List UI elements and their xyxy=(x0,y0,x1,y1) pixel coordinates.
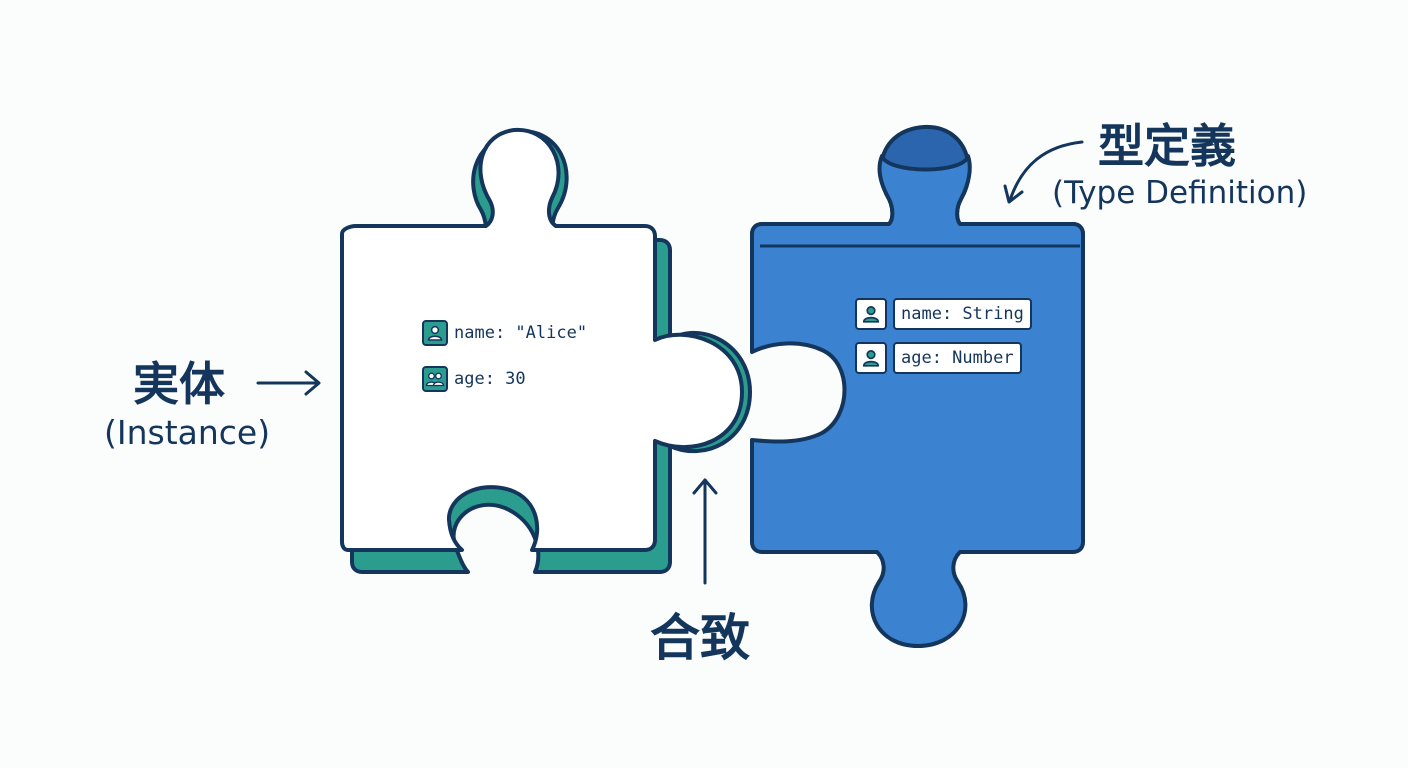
field-text: name: String xyxy=(901,304,1024,324)
type-piece xyxy=(750,154,1085,648)
match-label: 合致 xyxy=(650,609,750,667)
type-sublabel: (Type Definition) xyxy=(1052,175,1308,211)
field-text: name: "Alice" xyxy=(454,323,588,343)
field-text: age: 30 xyxy=(454,369,526,389)
person-icon xyxy=(855,298,887,330)
instance-field-name: name: "Alice" xyxy=(422,320,587,346)
type-field-box: age: Number xyxy=(893,342,1022,374)
type-label: 型定義 xyxy=(1098,119,1236,173)
instance-label: 実体 xyxy=(133,357,225,411)
person-icon xyxy=(855,342,887,374)
people-icon xyxy=(422,366,448,392)
type-field-age: age: Number xyxy=(855,342,1022,374)
instance-piece xyxy=(340,127,744,552)
type-arrow xyxy=(1003,140,1084,204)
person-icon xyxy=(422,320,448,346)
instance-field-age: age: 30 xyxy=(422,366,526,392)
instance-arrow xyxy=(256,370,321,396)
type-field-name: name: String xyxy=(855,298,1032,330)
type-field-box: name: String xyxy=(893,298,1032,330)
instance-sublabel: (Instance) xyxy=(104,413,271,452)
field-text: age: Number xyxy=(901,348,1014,368)
match-arrow xyxy=(692,478,718,585)
